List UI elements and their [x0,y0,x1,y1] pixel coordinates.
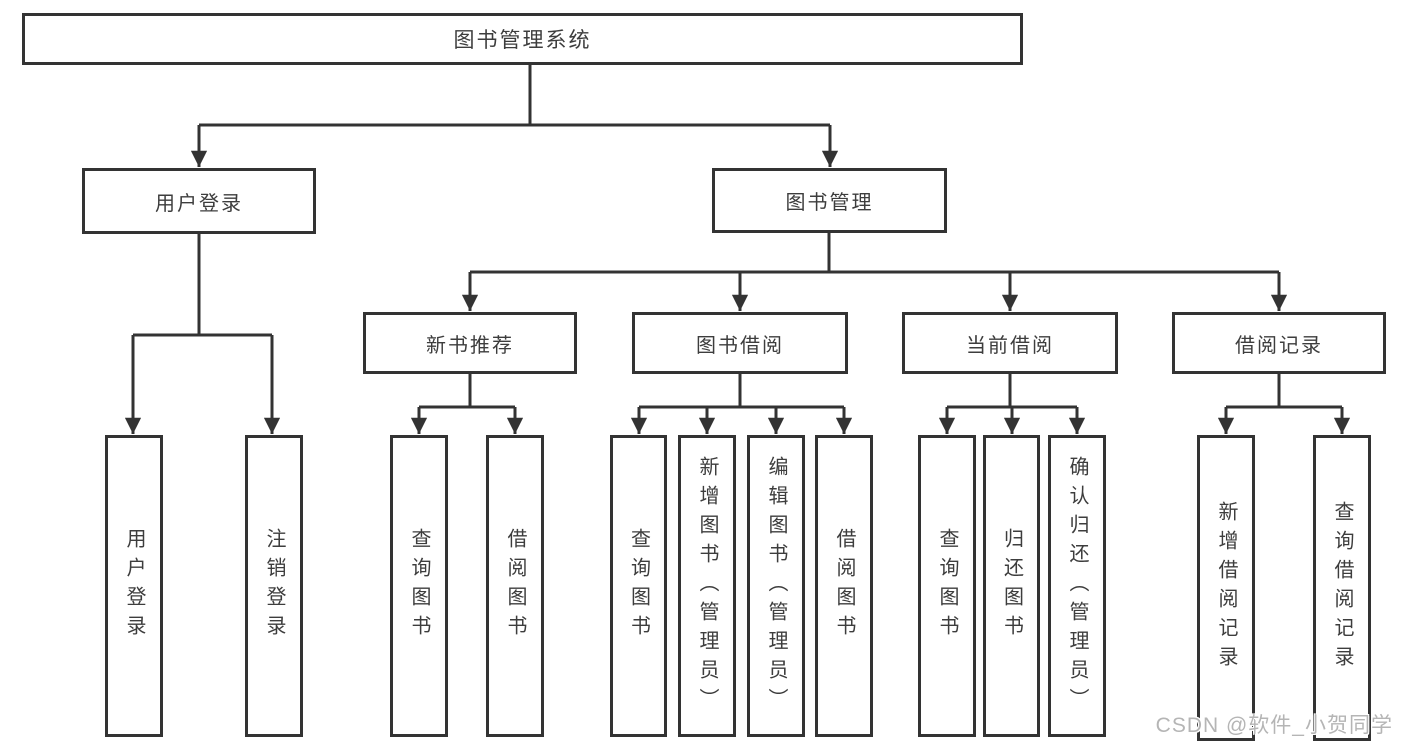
node-leaf-confirm-return-admin: 确认归还（管理员） [1048,435,1106,737]
node-book-management: 图书管理 [712,168,947,233]
connector-user-login [133,234,272,337]
node-leaf-user-login: 用户登录 [105,435,163,737]
node-leaf-return-books: 归还图书 [983,435,1040,737]
node-leaf-query-books-3: 查询图书 [918,435,976,737]
node-book-borrowing: 图书借阅 [632,312,848,374]
node-leaf-add-books-admin: 新增图书（管理员） [678,435,736,737]
connector-new-book-recommend [419,374,515,409]
connector-borrowing-records [1226,373,1342,409]
node-leaf-logout: 注销登录 [245,435,303,737]
node-borrowing-records: 借阅记录 [1172,312,1386,374]
node-new-book-recommend: 新书推荐 [363,312,577,374]
node-leaf-add-borrow-record: 新增借阅记录 [1197,435,1255,741]
node-leaf-query-books-2: 查询图书 [610,435,667,737]
connector-book-management [470,233,1279,274]
node-leaf-borrow-books-1: 借阅图书 [486,435,544,737]
connector-current-borrowing [947,373,1077,409]
node-leaf-query-borrow-record: 查询借阅记录 [1313,435,1371,741]
node-user-login: 用户登录 [82,168,316,234]
node-leaf-borrow-books-2: 借阅图书 [815,435,873,737]
connector-book-borrowing [639,373,844,409]
connector-root [199,65,830,127]
node-current-borrowing: 当前借阅 [902,312,1118,374]
node-library-system: 图书管理系统 [22,13,1023,65]
node-leaf-edit-books-admin: 编辑图书（管理员） [747,435,805,737]
node-leaf-query-books-1: 查询图书 [390,435,448,737]
watermark: CSDN @软件_小贺同学 [1155,714,1393,737]
